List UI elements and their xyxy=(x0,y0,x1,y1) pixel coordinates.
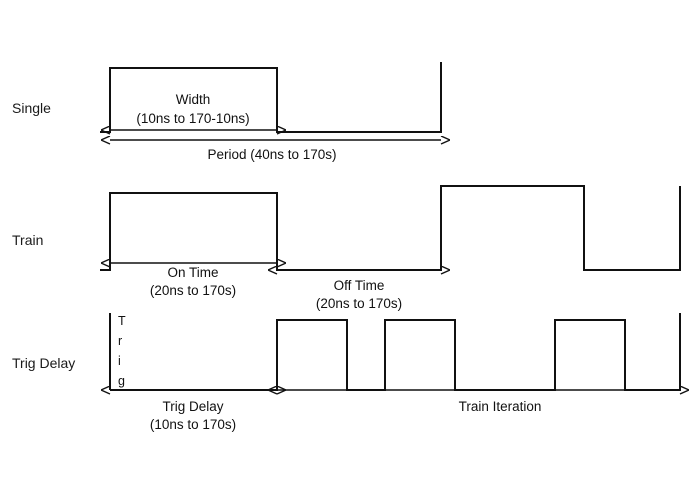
row-single: Single Width (10ns to 170-10ns) Period (… xyxy=(12,62,441,162)
trig-letter-2: i xyxy=(118,354,121,368)
caption-width-line1: Width xyxy=(176,92,211,107)
caption-train-iteration: Train Iteration xyxy=(459,399,542,414)
trig-letter-3: g xyxy=(118,374,125,388)
trig-letter-0: T xyxy=(118,314,126,328)
row-label-train: Train xyxy=(12,232,43,248)
caption-off-time-line1: Off Time xyxy=(334,278,385,293)
vertical-trig-label: T r i g xyxy=(118,314,126,388)
row-label-trig-delay: Trig Delay xyxy=(12,355,75,371)
caption-trig-delay-line1: Trig Delay xyxy=(162,399,223,414)
caption-period: Period (40ns to 170s) xyxy=(207,147,336,162)
caption-on-time-line2: (20ns to 170s) xyxy=(150,283,236,298)
row-train: Train On Time (20ns to 170s) Off Time (2… xyxy=(12,185,681,311)
row-label-single: Single xyxy=(12,100,51,116)
row-trig-delay: Trig Delay T r i g Trig Delay (10ns to 1… xyxy=(12,313,680,432)
caption-on-time-line1: On Time xyxy=(167,265,218,280)
trig-letter-1: r xyxy=(118,334,122,348)
caption-off-time-line2: (20ns to 170s) xyxy=(316,296,402,311)
caption-trig-delay-line2: (10ns to 170s) xyxy=(150,417,236,432)
caption-width-line2: (10ns to 170-10ns) xyxy=(136,111,249,126)
waveform-trig-delay xyxy=(110,313,681,391)
